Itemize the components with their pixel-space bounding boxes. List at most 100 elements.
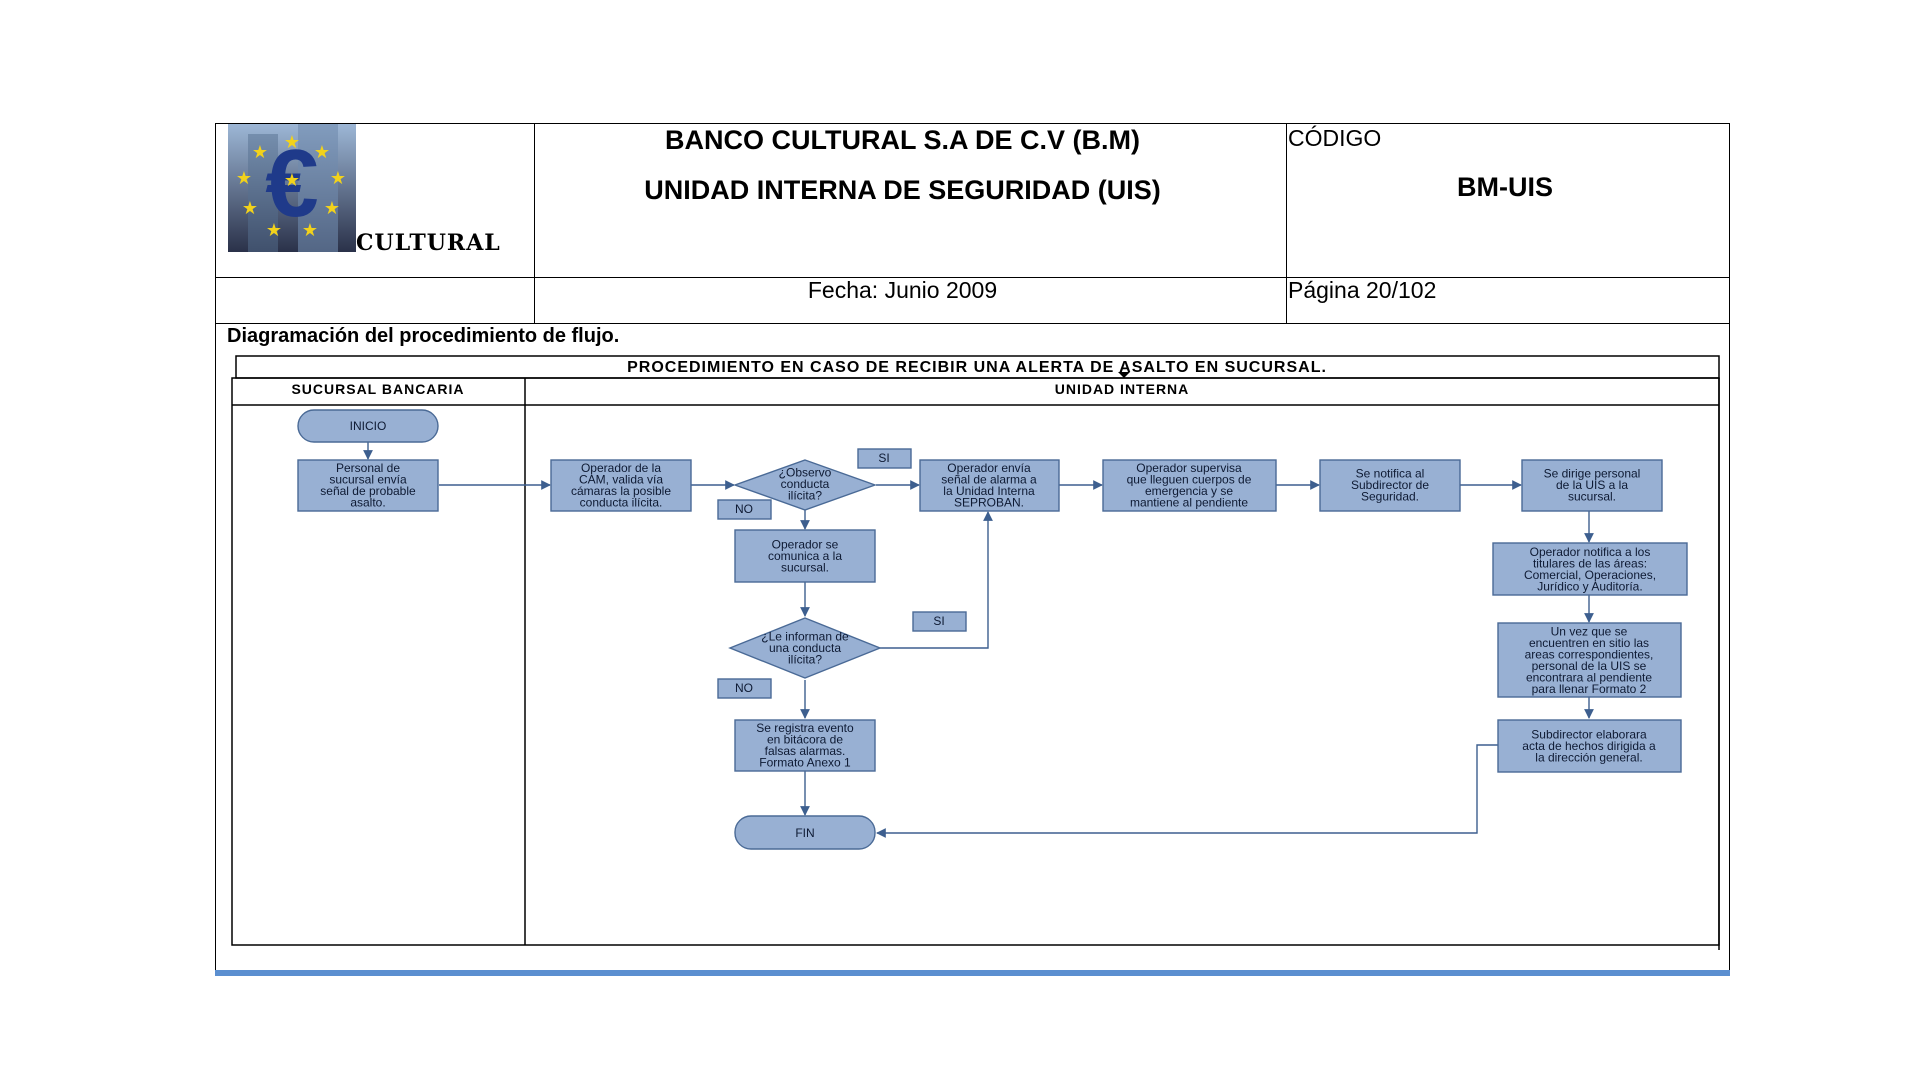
node-text-n10: areas correspondientes, — [1525, 647, 1654, 661]
divider — [534, 123, 535, 323]
node-text-n5: Se notifica al — [1356, 467, 1425, 481]
node-text-n10: Un vez que se — [1551, 624, 1628, 638]
node-text-n1: señal de probable — [320, 484, 416, 498]
node-text-n9: Comercial, Operaciones, — [1524, 568, 1656, 582]
node-text-n1: Personal de — [336, 461, 400, 475]
svg-text:★: ★ — [284, 170, 300, 190]
node-text-d1: conducta — [781, 477, 830, 491]
svg-text:★: ★ — [324, 198, 340, 218]
no-label: NO — [735, 681, 753, 695]
node-text-n4: que lleguen cuerpos de — [1127, 472, 1252, 486]
accent-bar — [215, 970, 1730, 976]
node-text-n2: conducta ilícita. — [580, 495, 663, 509]
node-text-n5: Seguridad. — [1361, 490, 1419, 504]
decision-diamond — [732, 459, 878, 511]
node-text-n10: encuentren en sitio las — [1529, 636, 1649, 650]
start-terminal — [297, 409, 439, 443]
divider — [215, 323, 1730, 324]
lane-label-right: UNIDAD INTERNA — [1055, 381, 1190, 397]
node-text-inicio: INICIO — [350, 419, 387, 433]
node-text-n4: mantiene al pendiente — [1130, 495, 1248, 509]
node-text-n6: de la UIS a la — [1556, 478, 1628, 492]
divider — [1286, 123, 1287, 323]
document-date: Fecha: Junio 2009 — [807, 277, 998, 303]
node-text-d1: ilícita? — [788, 489, 822, 503]
bank-name: BANCO CULTURAL S.A DE C.V (B.M) — [665, 125, 1140, 155]
page-number: Página 20/102 — [1288, 277, 1437, 303]
process-box — [1102, 459, 1277, 512]
node-text-n4: Operador supervisa — [1136, 461, 1242, 475]
connectors — [363, 442, 1594, 838]
no-tag — [717, 499, 772, 520]
yes-label: SI — [878, 451, 889, 465]
process-box — [1497, 719, 1682, 773]
no-label: NO — [735, 502, 753, 516]
node-text-d2: ¿Le informan de — [761, 630, 849, 644]
node-text-n7: comunica a la — [768, 549, 842, 563]
node-text-n4: emergencia y se — [1145, 484, 1233, 498]
process-box — [734, 719, 876, 772]
node-text-d1: ¿Observo — [779, 466, 832, 480]
node-text-n2: CAM, valida vía — [579, 472, 663, 486]
process-box — [1497, 622, 1682, 698]
node-text-n2: Operador de la — [581, 461, 661, 475]
process-box — [1492, 542, 1688, 596]
process-box — [1319, 459, 1461, 512]
node-text-n6: Se dirige personal — [1544, 467, 1641, 481]
node-text-n8: falsas alarmas. — [765, 744, 846, 758]
node-text-n1: asalto. — [350, 495, 385, 509]
node-text-d2: ilícita? — [788, 653, 822, 667]
yes-tag — [912, 611, 967, 632]
svg-text:★: ★ — [252, 142, 268, 162]
node-text-n7: sucursal. — [781, 561, 829, 575]
node-text-n10: encontrara al pendiente — [1526, 670, 1652, 684]
process-box — [734, 529, 876, 583]
node-text-n7: Operador se — [772, 538, 839, 552]
svg-text:★: ★ — [314, 142, 330, 162]
node-text-n6: sucursal. — [1568, 490, 1616, 504]
svg-text:★: ★ — [284, 132, 300, 152]
svg-text:€: € — [265, 130, 318, 237]
svg-text:★: ★ — [302, 220, 318, 240]
node-text-n9: Jurídico y Auditoría. — [1537, 579, 1642, 593]
node-text-n11: la dirección general. — [1535, 751, 1642, 765]
process-box — [919, 459, 1060, 512]
node-text-n3: Operador envía — [947, 461, 1031, 475]
svg-text:★: ★ — [266, 220, 282, 240]
node-text-n3: la Unidad Interna — [943, 484, 1035, 498]
lane-label-left: SUCURSAL BANCARIA — [291, 381, 464, 397]
node-text-d2: una conducta — [769, 641, 841, 655]
svg-text:★: ★ — [242, 198, 258, 218]
node-text-n1: sucursal envía — [329, 472, 407, 486]
no-tag — [717, 678, 772, 699]
node-text-n9: titulares de las áreas: — [1533, 556, 1647, 570]
section-title: Diagramación del procedimiento de flujo. — [227, 325, 620, 347]
code-value: BM-UIS — [1457, 172, 1553, 202]
node-text-n3: SEPROBAN. — [954, 495, 1024, 509]
bank-logo: € ★ ★ ★ ★ ★ ★ ★ ★ ★ ★ — [228, 124, 356, 252]
svg-text:★: ★ — [236, 168, 252, 188]
node-text-fin: FIN — [795, 826, 814, 840]
node-text-n8: Se registra evento — [756, 721, 854, 735]
end-terminal — [734, 815, 876, 850]
process-box — [550, 459, 692, 512]
flow-title: PROCEDIMIENTO EN CASO DE RECIBIR UNA ALE… — [627, 359, 1327, 376]
node-text-n11: Subdirector elaborara — [1531, 728, 1647, 742]
divider — [215, 277, 1730, 278]
node-text-n11: acta de hechos dirigida a — [1522, 739, 1656, 753]
yes-label: SI — [933, 614, 944, 628]
node-text-n3: señal de alarma a — [941, 472, 1037, 486]
unit-name: UNIDAD INTERNA DE SEGURIDAD (UIS) — [644, 175, 1161, 205]
node-text-n10: personal de la UIS se — [1532, 659, 1647, 673]
euro-stars-icon: € ★ ★ ★ ★ ★ ★ ★ ★ ★ ★ — [228, 124, 356, 252]
code-label: CÓDIGO — [1288, 125, 1382, 151]
node-text-n8: Formato Anexo 1 — [759, 755, 851, 769]
decision-diamond — [728, 617, 882, 679]
node-text-n9: Operador notifica a los — [1530, 545, 1651, 559]
process-box — [1521, 459, 1663, 512]
process-box — [297, 459, 439, 512]
yes-tag — [857, 448, 912, 469]
node-text-n2: cámaras la posible — [571, 484, 671, 498]
